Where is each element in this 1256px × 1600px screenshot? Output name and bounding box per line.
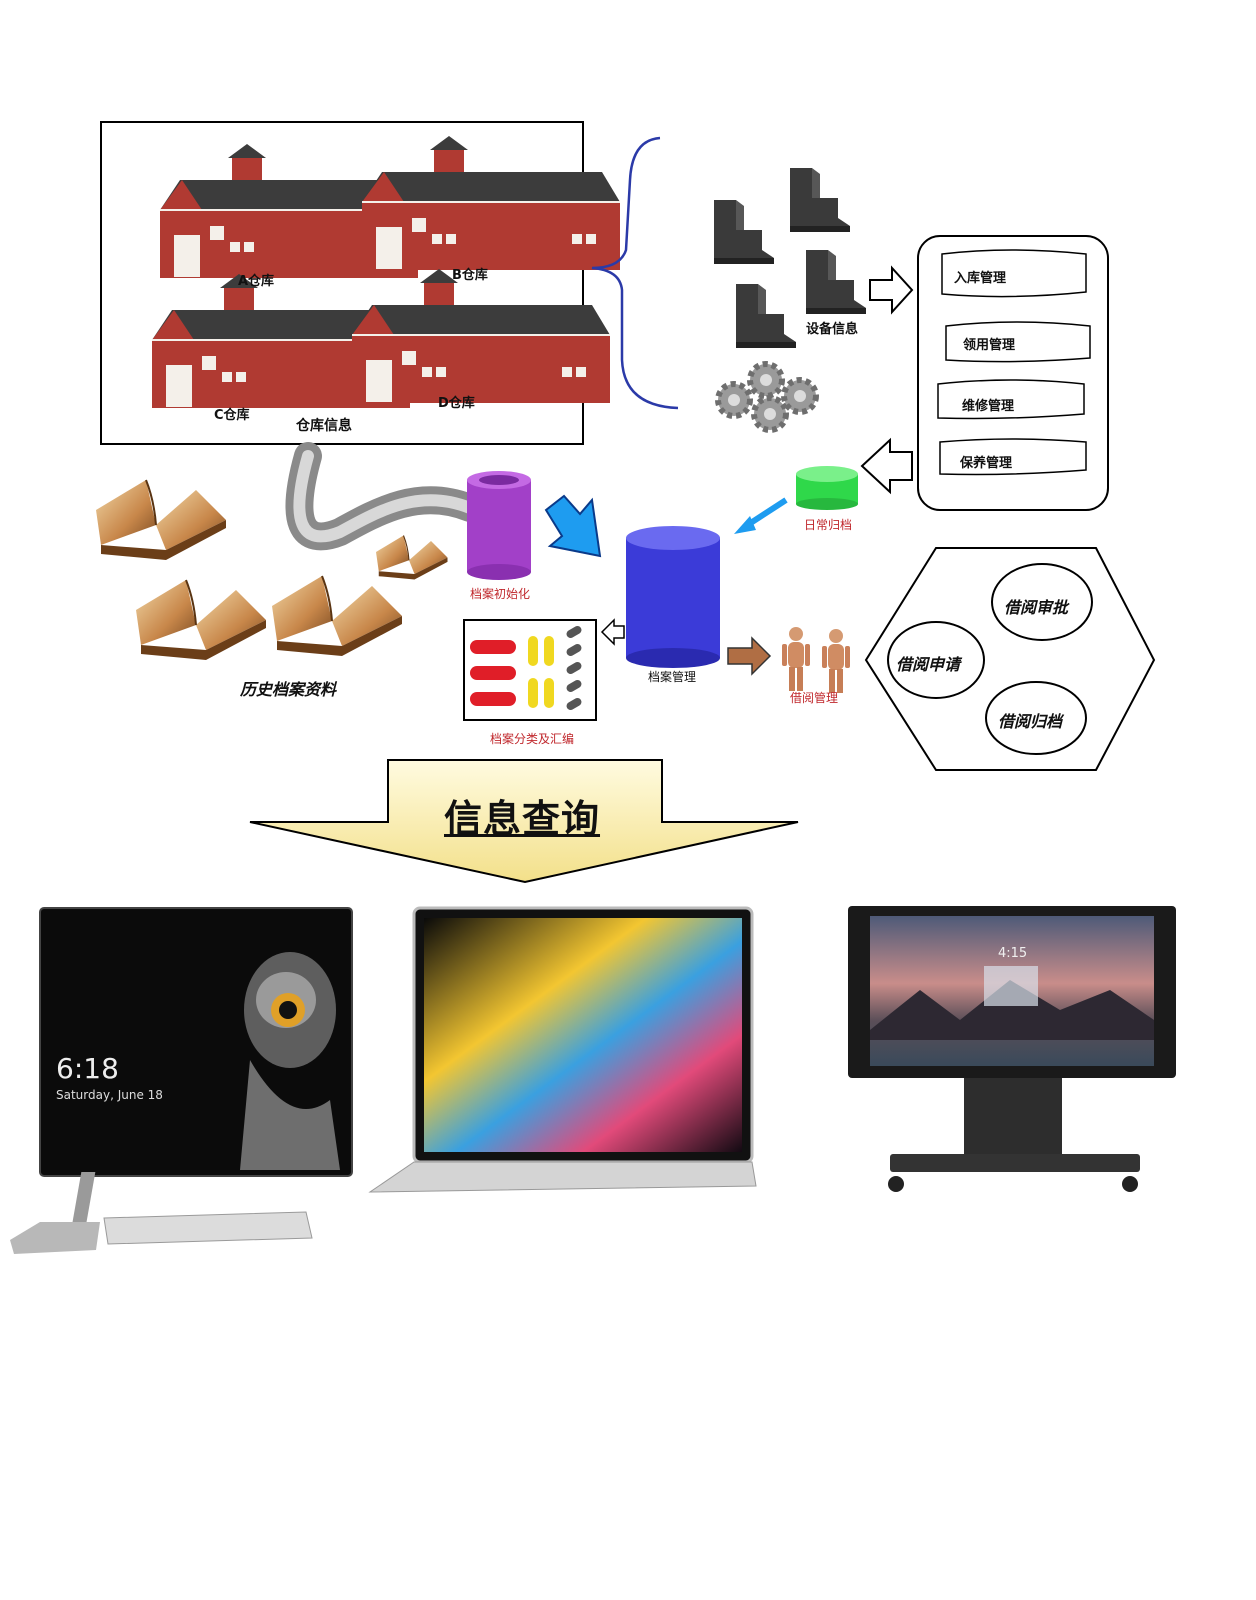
cycle-circle <box>991 563 1093 641</box>
equipment-block-icon <box>736 284 796 348</box>
equipment-block-icon <box>790 168 850 232</box>
arrow-down-right-icon <box>544 494 602 558</box>
arrow-right-icon <box>727 636 772 676</box>
borrow-apply-label: 借阅申请 <box>896 655 961 674</box>
warehouse-a-label: A仓库 <box>238 274 275 289</box>
equipment-info-label: 设备信息 <box>806 322 859 337</box>
gear-icon <box>718 384 750 416</box>
book-icon <box>375 534 449 581</box>
gear-icon <box>750 364 782 396</box>
equipment-item-label: 入库管理 <box>954 271 1007 286</box>
borrow-manage-label: 借阅管理 <box>790 691 839 705</box>
arrow-right-icon <box>869 265 914 315</box>
equipment-item-label: 保养管理 <box>960 456 1013 471</box>
classify-label: 档案分类及汇编 <box>490 732 575 746</box>
arrow-left-icon <box>860 437 913 495</box>
book-icon <box>95 479 227 561</box>
daily-label: 日常归档 <box>804 518 853 532</box>
arrow-down-left-icon <box>744 497 788 529</box>
hub-time: 4:15 <box>998 946 1028 961</box>
equipment-block-icon <box>806 250 866 314</box>
borrow-approve-label: 借阅审批 <box>1004 598 1069 617</box>
query-arrow <box>249 759 799 884</box>
wave-box <box>945 321 1091 363</box>
wave-box <box>941 249 1087 298</box>
history-label: 历史档案资料 <box>240 680 337 699</box>
desktop-time: 6:18 <box>56 1052 119 1085</box>
book-icon <box>135 579 267 661</box>
query-title: 信息查询 <box>444 797 601 841</box>
archive-manage-label: 档案管理 <box>648 670 697 684</box>
laptop-base <box>368 1161 757 1193</box>
cycle-circle <box>985 681 1087 755</box>
desktop-date: Saturday, June 18 <box>56 1088 163 1102</box>
brace-shape <box>591 136 679 410</box>
warehouse-c-label: C仓库 <box>214 408 250 423</box>
init-label: 档案初始化 <box>470 587 531 601</box>
init-cylinder <box>467 480 531 572</box>
warehouse-info-label: 仓库信息 <box>296 418 352 434</box>
borrow-archive-label: 借阅归档 <box>998 712 1063 731</box>
gear-icon <box>754 398 786 430</box>
arrow-left-icon <box>600 618 625 646</box>
equipment-item-label: 领用管理 <box>963 338 1016 353</box>
equipment-block-icon <box>714 200 774 264</box>
archive-cylinder <box>626 538 720 658</box>
person-icon <box>782 627 810 691</box>
wave-box <box>937 379 1085 420</box>
hub-stand <box>964 1078 1062 1158</box>
gear-icon <box>784 380 816 412</box>
warehouse-b-label: B仓库 <box>452 268 488 283</box>
warehouse-d-label: D仓库 <box>438 396 475 411</box>
cycle-circle <box>887 621 985 699</box>
person-icon <box>822 629 850 693</box>
book-icon <box>271 575 403 657</box>
wave-box <box>939 438 1087 476</box>
equipment-item-label: 维修管理 <box>962 399 1015 414</box>
